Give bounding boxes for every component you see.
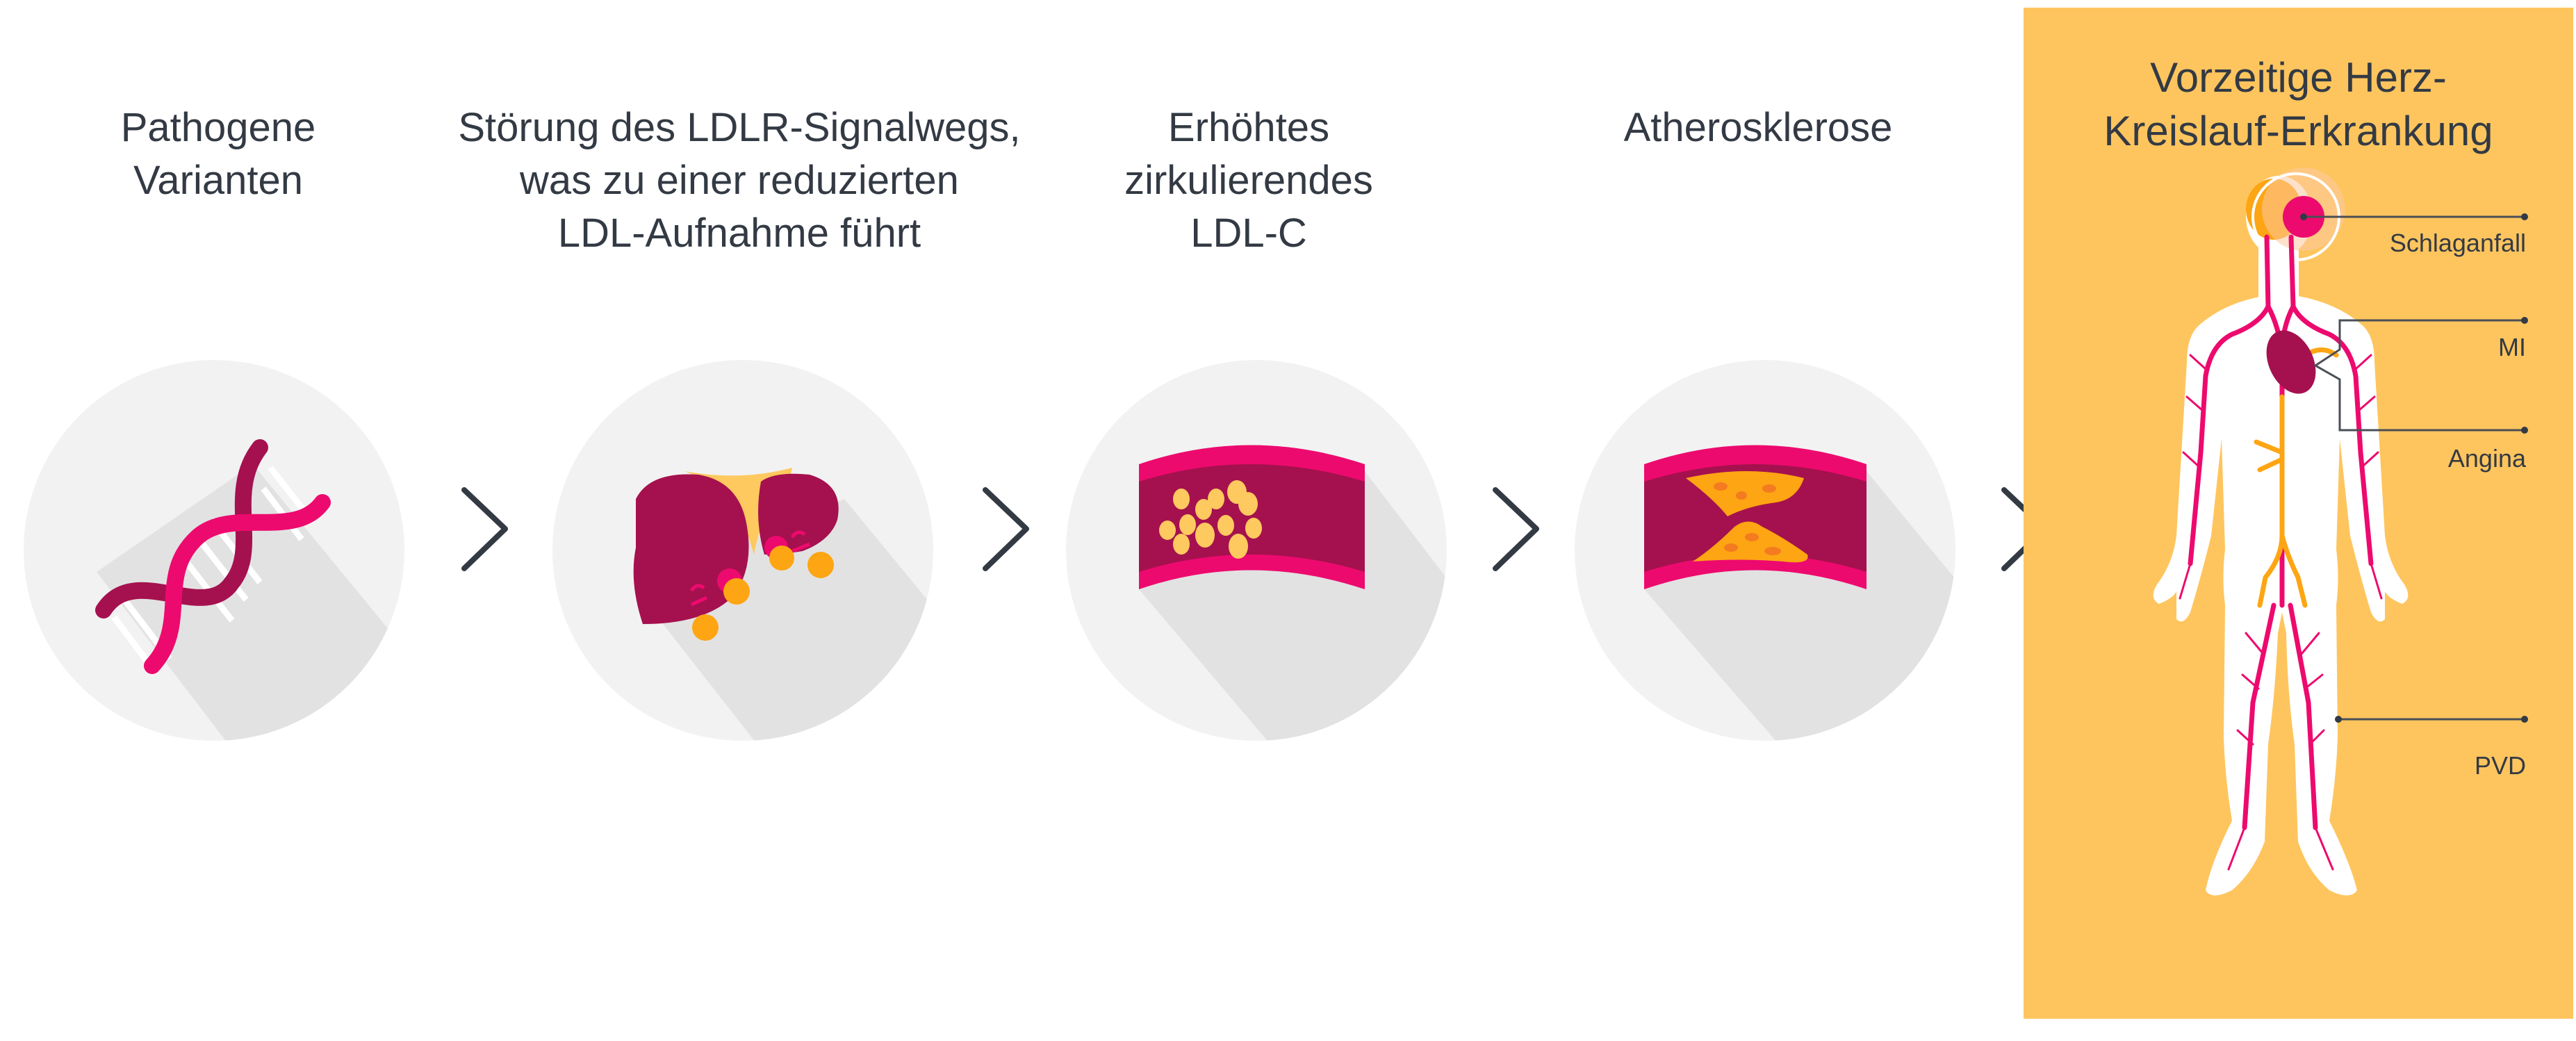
step-label-line: Varianten [133,158,303,203]
step-label-line: LDL-C [1190,211,1307,256]
step-label-line: Störung des LDLR-Signalwegs, [458,105,1021,150]
outcome-label-angina: Angina [2447,444,2526,473]
plaque-artery-icon [1644,445,1955,741]
step-label-line: Atherosklerose [1623,105,1893,150]
step-label-line: zirkulierendes [1124,158,1373,203]
step-circle-ldlr-disruption [552,360,933,741]
step-label-line: LDL-Aufnahme führt [557,211,921,256]
step-label-elevated-ldl: Erhöhtes zirkulierendes LDL-C [1110,101,1388,260]
step-label-atherosclerosis: Atherosklerose [1619,101,1897,154]
step-label-pathogenic-variants: Pathogene Varianten [79,101,357,207]
outcome-title-line: Kreislauf-Erkrankung [2103,108,2493,154]
step-circle-elevated-ldl [1066,360,1447,741]
outcome-label-mi: MI [2498,333,2526,361]
liver-receptor-icon [633,468,933,741]
step-circle-atherosclerosis [1575,360,1955,741]
outcome-label-pvd: PVD [2474,751,2526,780]
chevron-right-icon [461,487,508,571]
outcome-title-line: Vorzeitige Herz- [2150,54,2447,101]
step-circle-pathogenic-variants [24,360,404,741]
step-label-line: was zu einer reduzierten [520,158,959,203]
step-label-ldlr-disruption: Störung des LDLR-Signalwegs, was zu eine… [427,101,1052,260]
outcome-panel: Vorzeitige Herz- Kreislauf-Erkrankung [2024,8,2573,1019]
blood-vessel-ldl-icon [1139,445,1447,741]
chevron-right-icon [983,487,1029,571]
step-label-line: Erhöhtes [1167,105,1330,150]
chevron-right-icon [1493,487,1539,571]
outcome-label-stroke: Schlaganfall [2389,229,2526,257]
human-circulatory-system-icon [2153,167,2528,896]
outcome-title: Vorzeitige Herz- Kreislauf-Erkrankung [2024,51,2573,158]
step-label-line: Pathogene [120,105,316,150]
dna-icon [95,439,404,741]
